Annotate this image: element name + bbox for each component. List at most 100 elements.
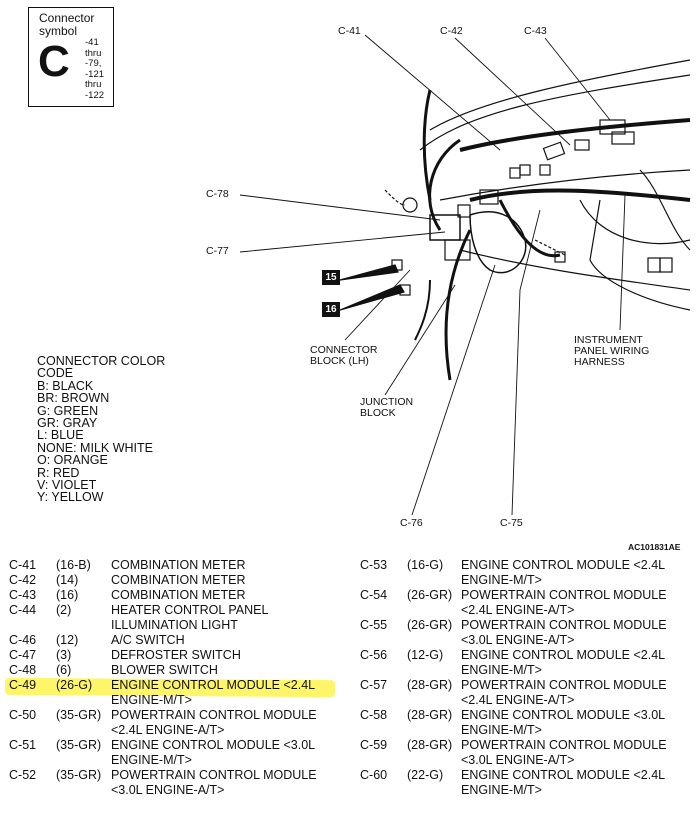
connector-id: C-60 (360, 768, 388, 782)
color-code-entry: V: VIOLET (37, 478, 97, 493)
dashboard-top-edge (419, 74, 691, 151)
label-line: HARNESS (574, 356, 625, 368)
connector-id: C-57 (360, 678, 388, 692)
connector-desc: ILLUMINATION LIGHT (111, 618, 238, 632)
table-row: C-50(35-GR)POWERTRAIN CONTROL MODULE<2.4… (9, 708, 317, 738)
connector-code: (22-G) (407, 768, 444, 782)
connector-id: C-55 (360, 618, 388, 632)
connector-code: (26-GR) (407, 588, 453, 602)
table-row: C-54(26-GR)POWERTRAIN CONTROL MODULE<2.4… (360, 588, 667, 618)
connector-desc: ENGINE-M/T> (461, 663, 542, 677)
connector-desc: COMBINATION METER (111, 573, 246, 587)
connector-id: C-41 (9, 558, 37, 572)
connector-id: C-50 (9, 708, 37, 722)
label-harness: INSTRUMENT PANEL WIRING HARNESS (574, 335, 649, 368)
table-row: C-43(16)COMBINATION METER (9, 588, 317, 603)
connector-id: C-59 (360, 738, 388, 752)
connector-code: (16-B) (56, 558, 91, 572)
color-code-heading: CONNECTOR COLOR (37, 354, 166, 368)
color-code-entry: GR: GRAY (37, 416, 98, 431)
connector-code: (26-G) (56, 678, 93, 692)
connector-symbol-title: Connector symbol (39, 12, 109, 38)
color-code-entry: Y: YELLOW (37, 490, 104, 505)
connector-desc: COMBINATION METER (111, 558, 246, 572)
connector-code: (3) (56, 648, 72, 662)
color-code-entry: O: ORANGE (37, 453, 108, 468)
label-connector-block: CONNECTOR BLOCK (LH) (310, 345, 377, 367)
label-c77: C-77 (206, 245, 229, 257)
badge-16: 16 (322, 302, 340, 317)
connector-code: (28-GR) (407, 678, 453, 692)
color-code-heading: CODE (37, 366, 74, 381)
connector-desc: BLOWER SWITCH (111, 663, 218, 677)
symbol-title-line: Connector (39, 11, 95, 25)
connector-desc: COMBINATION METER (111, 588, 246, 602)
connector-desc: ENGINE-M/T> (461, 783, 542, 797)
label-c75: C-75 (500, 517, 523, 529)
symbol-title-line: symbol (39, 24, 78, 38)
wiring-diagram (239, 34, 691, 516)
range-line: thru (85, 79, 102, 90)
table-row: C-42(14)COMBINATION METER (9, 573, 317, 588)
connector-desc: ENGINE-M/T> (461, 573, 542, 587)
label-line: PANEL WIRING (574, 345, 650, 357)
connector-id: C-49 (9, 678, 37, 692)
label-line: BLOCK (360, 407, 396, 419)
color-code-entry: NONE: MILK WHITE (37, 440, 153, 455)
table-row: C-52(35-GR)POWERTRAIN CONTROL MODULE<3.0… (9, 768, 317, 798)
label-c78: C-78 (206, 188, 229, 200)
connector-symbol-range: -41 thru -79, -121 thru -122 (85, 37, 115, 101)
connector-id: C-46 (9, 633, 37, 647)
table-row: C-59 (28-GR) POWERTRAIN CONTROL MODULE<3.0… (360, 738, 667, 768)
figure-id: AC101831AE (628, 542, 681, 552)
range-line: -79, (85, 58, 102, 69)
label-line: BLOCK (LH) (310, 355, 369, 367)
connector-desc: <2.4L ENGINE-A/T> (111, 723, 225, 737)
connector-desc: POWERTRAIN CONTROL MODULE (111, 708, 317, 722)
connector-desc: ENGINE CONTROL MODULE <2.4L (461, 558, 666, 572)
connector-desc: ENGINE CONTROL MODULE <2.4L (461, 768, 666, 782)
connector-code: (6) (56, 663, 72, 677)
connector-id: C-58 (360, 708, 388, 722)
connector-id: C-48 (9, 663, 37, 677)
connector-code: (16) (56, 588, 79, 602)
connector-code: (35-GR) (56, 738, 102, 752)
connector-desc: A/C SWITCH (111, 633, 185, 647)
connector-desc: <2.4L ENGINE-A/T> (461, 603, 575, 617)
connector-desc: ENGINE CONTROL MODULE <3.0L (111, 738, 316, 752)
connector-code: (2) (56, 603, 72, 617)
connector-desc: POWERTRAIN CONTROL MODULE (461, 738, 667, 752)
label-line: INSTRUMENT (574, 334, 643, 346)
connector-code: (12-G) (407, 648, 444, 662)
connector-desc: POWERTRAIN CONTROL MODULE (111, 768, 317, 782)
connector-id: C-42 (9, 573, 37, 587)
label-c43: C-43 (524, 25, 547, 37)
badge-15: 15 (322, 270, 340, 285)
range-line: -122 (85, 89, 105, 101)
connector-desc: POWERTRAIN CONTROL MODULE (461, 678, 667, 692)
connector-id: C-44 (9, 603, 37, 617)
connector-desc: ENGINE-M/T> (111, 693, 192, 707)
connector-id: C-52 (9, 768, 37, 782)
connector-id: C-47 (9, 648, 37, 662)
connector-table-left: C-41 (16-B) COMBINATION METER C-42(14)COMB… (9, 558, 317, 798)
connector-desc: ENGINE CONTROL MODULE <2.4L (461, 648, 666, 662)
connector-desc: DEFROSTER SWITCH (111, 648, 241, 662)
table-row: C-46(12)A/C SWITCH (9, 633, 317, 648)
connector-code: (28-GR) (407, 738, 453, 752)
label-line: CONNECTOR (310, 344, 378, 356)
connector-desc: <3.0L ENGINE-A/T> (111, 783, 225, 797)
connector-desc: <3.0L ENGINE-A/T> (461, 633, 575, 647)
connector-code: (26-GR) (407, 618, 453, 632)
connector-desc: <2.4L ENGINE-A/T> (461, 693, 575, 707)
table-row: C-48 (6) BLOWER SWITCH (9, 663, 317, 678)
connector-desc: <3.0L ENGINE-A/T> (461, 753, 575, 767)
label-c42: C-42 (440, 25, 463, 37)
connector-code: (28-GR) (407, 708, 453, 722)
